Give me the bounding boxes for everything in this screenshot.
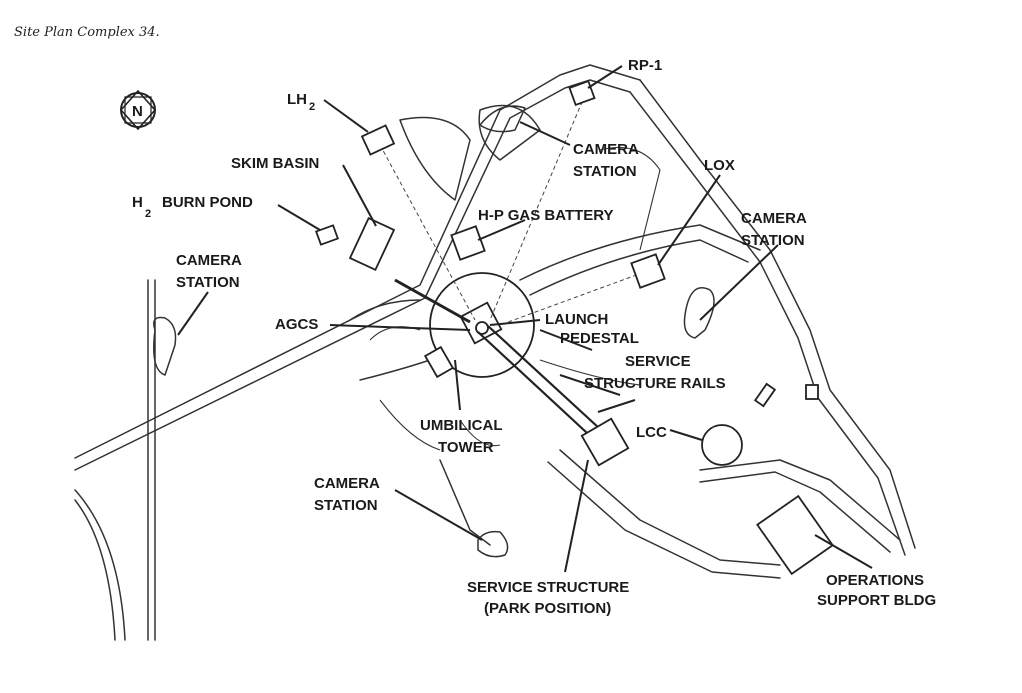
north-arrow-icon: N: [119, 89, 157, 131]
small-building-east: [753, 382, 777, 408]
label-camera-station-left-1: CAMERA: [176, 252, 242, 269]
label-umbilical-tower-1: UMBILICAL: [420, 417, 503, 434]
small-building-east-2: [805, 384, 819, 400]
label-lox: LOX: [704, 157, 735, 174]
skim-basin: [348, 216, 396, 272]
lox-tank: [630, 253, 666, 289]
label-h2-subscript: 2: [145, 208, 151, 220]
label-umbilical-tower-2: TOWER: [438, 439, 494, 456]
leader-lines: [177, 65, 873, 573]
label-service-structure-2: (PARK POSITION): [484, 600, 611, 617]
label-launch-pedestal-2: PEDESTAL: [560, 330, 639, 347]
pipelines: [379, 94, 651, 326]
label-lcc: LCC: [636, 424, 667, 441]
label-skim-basin: SKIM BASIN: [231, 155, 319, 172]
camera-station-top-loop: [479, 105, 526, 133]
north-letter: N: [132, 103, 143, 120]
label-lh2: LH: [287, 91, 307, 108]
camera-station-right-loop: [683, 287, 715, 339]
label-camera-station-bottom-2: STATION: [314, 497, 378, 514]
label-h2: H: [132, 194, 143, 211]
service-structure-park: [580, 417, 630, 467]
label-service-structure-1: SERVICE STRUCTURE: [467, 579, 629, 596]
camera-station-bottom-loop: [477, 530, 509, 558]
camera-station-left-loop: [153, 316, 177, 376]
label-operations-2: SUPPORT BLDG: [817, 592, 936, 609]
label-camera-station-right-1: CAMERA: [741, 210, 807, 227]
label-operations-1: OPERATIONS: [826, 572, 924, 589]
label-service-structure-rails-2: STRUCTURE RAILS: [584, 375, 726, 392]
label-launch-pedestal-1: LAUNCH: [545, 311, 608, 328]
service-structure-rails: [477, 325, 613, 446]
agcs-structure: [423, 345, 455, 379]
lh2-tank: [360, 124, 396, 156]
label-camera-station-right-2: STATION: [741, 232, 805, 249]
operations-support-building: [756, 494, 834, 576]
figure-caption: Site Plan Complex 34.: [14, 25, 160, 40]
umbilical-link: [394, 278, 471, 324]
label-camera-station-left-2: STATION: [176, 274, 240, 291]
label-lh2-subscript: 2: [309, 101, 315, 113]
label-camera-station-top-2: STATION: [573, 163, 637, 180]
label-rp1: RP-1: [628, 57, 662, 74]
label-camera-station-top-1: CAMERA: [573, 141, 639, 158]
label-hp-gas-battery: H-P GAS BATTERY: [478, 207, 614, 224]
label-agcs: AGCS: [275, 316, 318, 333]
label-service-structure-rails-1: SERVICE: [625, 353, 691, 370]
h2-burn-pond: [314, 224, 340, 246]
label-burn-pond: BURN POND: [162, 194, 253, 211]
label-camera-station-bottom-1: CAMERA: [314, 475, 380, 492]
lcc-building: [701, 424, 743, 466]
